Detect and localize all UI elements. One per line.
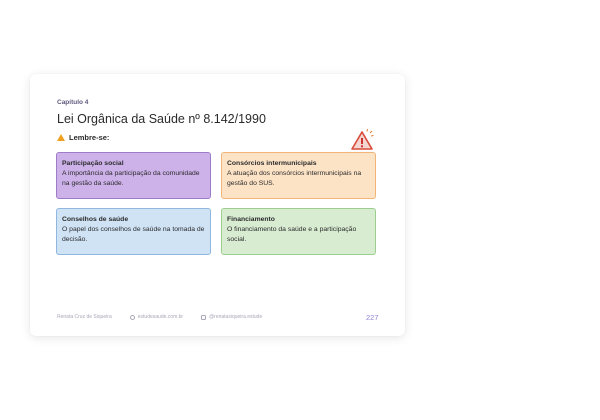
page-number: 227 (366, 313, 379, 322)
instagram-icon (201, 314, 207, 320)
alert-warning-icon (351, 128, 374, 150)
topic-box-participacao-social: Participação social A importância da par… (56, 152, 211, 199)
topic-heading: Participação social (62, 160, 124, 167)
slide-title: Lei Orgânica da Saúde nº 8.142/1990 (57, 112, 266, 126)
topic-text: O financiamento da saúde e a participaçã… (227, 226, 357, 243)
slide-card: Capítulo 4 Lei Orgânica da Saúde nº 8.14… (30, 74, 405, 336)
chapter-label: Capítulo 4 (57, 99, 89, 106)
footer-author: Renata Cruz de Siqueira (57, 314, 112, 320)
slide-footer: Renata Cruz de Siqueira estudesaude.com.… (57, 314, 280, 320)
globe-icon (129, 314, 135, 320)
topic-box-financiamento: Financiamento O financiamento da saúde e… (221, 208, 376, 255)
topic-heading: Consórcios intermunicipais (227, 160, 317, 167)
footer-site-text: estudesaude.com.br (137, 314, 184, 320)
topic-heading: Financiamento (227, 216, 275, 223)
footer-site: estudesaude.com.br (129, 314, 184, 320)
warning-icon (57, 134, 65, 141)
topic-text: A importância da participação da comunid… (62, 170, 200, 187)
topic-box-conselhos: Conselhos de saúde O papel dos conselhos… (56, 208, 211, 255)
footer-social: @renatasiqueira.estude (201, 314, 262, 320)
topic-text: A atuação dos consórcios intermunicipais… (227, 170, 362, 187)
footer-social-text: @renatasiqueira.estude (209, 314, 263, 320)
reminder-label: Lembre-se: (69, 133, 110, 142)
reminder-heading: Lembre-se: (57, 133, 109, 142)
topic-box-consorcios: Consórcios intermunicipais A atuação dos… (221, 152, 376, 199)
topic-heading: Conselhos de saúde (62, 216, 129, 223)
topic-text: O papel dos conselhos de saúde na tomada… (62, 226, 205, 243)
